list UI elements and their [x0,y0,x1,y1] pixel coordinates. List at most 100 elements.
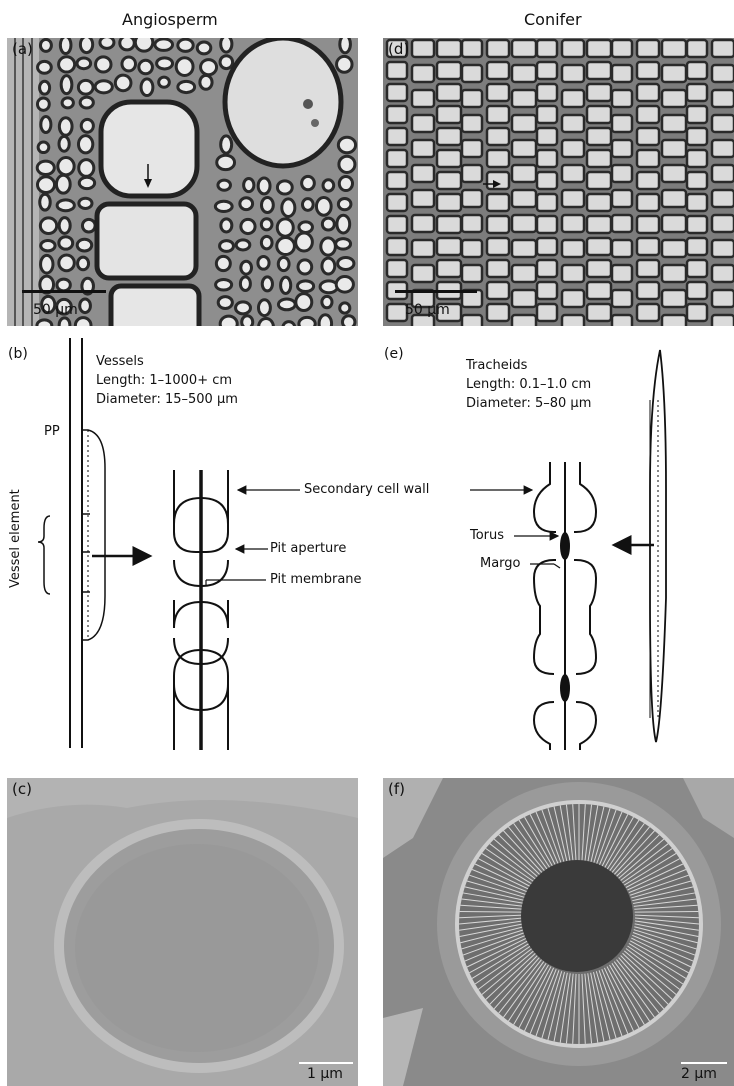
pp-label: PP [44,422,60,441]
margo-label: Margo [480,554,521,573]
cell-lumen [37,98,49,110]
tracheid-lumen [437,84,461,101]
tracheid-lumen [537,40,557,57]
tracheid-lumen [462,40,482,57]
tracheid-lumen [662,90,686,107]
tracheid-lumen [537,194,557,211]
tracheid-lumen [587,194,611,211]
cell-lumen [41,240,55,250]
cell-lumen [58,158,74,175]
cell-lumen [262,277,272,291]
tracheid-lumen [687,194,707,211]
tracheid-lumen [387,84,407,101]
cell-lumen [316,197,331,215]
cell-lumen [258,178,270,194]
angiosperm-title: Angiosperm [122,10,218,29]
vessels-length: Length: 1–1000+ cm [96,371,238,390]
cell-lumen [115,75,131,91]
tracheid-lumen [612,290,632,307]
cell-lumen [37,161,54,174]
tracheid-lumen [662,215,686,232]
tracheid-lumen [487,194,509,211]
tracheid-lumen [487,150,509,167]
cell-lumen [135,38,153,51]
cell-lumen [321,238,336,255]
cell-lumen [41,116,51,132]
tracheid-lumen [537,150,557,167]
tracheid-lumen [487,260,509,277]
tracheid-lumen [387,260,407,277]
cell-lumen [79,177,94,188]
tracheid-lumen [462,90,482,107]
cell-lumen [323,180,334,191]
panel-e-label: (e) [384,346,404,362]
tracheid-lumen [637,216,659,233]
tracheid-lumen [587,304,611,321]
cell-lumen [302,199,313,211]
cell-lumen [120,38,134,50]
tracheid-lumen [412,65,434,82]
cell-lumen [80,97,93,108]
tracheid-lumen [687,128,707,145]
cell-lumen [59,136,69,151]
cell-lumen [100,38,114,48]
tracheid-lumen [462,240,482,257]
tracheid-lumen [612,65,632,82]
panel-a-micrograph: (a) 50 μm [7,38,358,326]
tracheid-lumen [487,216,509,233]
tracheid-lumen [687,150,707,167]
cell-lumen [340,38,351,53]
tracheid-lumen [537,106,557,123]
tracheid-lumen [537,304,557,321]
conifer-cells-image [383,38,734,326]
cell-lumen [278,257,289,270]
tracheid-lumen [562,265,584,282]
cell-lumen [218,180,231,190]
tracheid-lumen [387,216,407,233]
cell-lumen [57,200,74,211]
tracheid-lumen [712,165,734,182]
cell-lumen [221,219,232,232]
tracheid-lumen [387,62,407,79]
cell-lumen [221,38,232,52]
tracheid-lumen [662,115,686,132]
tracheid-lumen [612,315,632,326]
cell-lumen [40,194,50,210]
cell-lumen [241,261,252,274]
tracheid-lumen [687,172,707,189]
cell-lumen [220,316,237,326]
cell-lumen [40,39,51,51]
cell-lumen [60,38,71,54]
tracheid-lumen [637,40,659,57]
cell-lumen [322,218,334,230]
tracheid-lumen [537,84,557,101]
tracheid-lumen [612,190,632,207]
tracheid-lumen [562,290,584,307]
angiosperm-cells-image [7,38,358,326]
cell-lumen [259,318,274,326]
cell-lumen [302,176,315,189]
cell-lumen [79,198,92,208]
cell-lumen [339,156,355,172]
cell-lumen [200,75,212,89]
margo-strand [460,911,524,912]
vessels-title: Vessels [96,352,238,371]
tracheid-lumen [587,260,611,277]
tracheid-lumen [637,304,659,321]
cell-lumen [59,218,70,234]
tracheids-title: Tracheids [466,356,591,375]
tracheid-lumen [637,62,659,79]
tracheid-lumen [512,315,536,326]
tracheid-lumen [662,190,686,207]
tracheid-lumen [712,40,734,57]
cell-lumen [319,315,331,326]
cell-lumen [178,39,193,51]
tracheid-lumen [537,128,557,145]
tracheid-lumen [537,282,557,299]
tracheid-lumen [637,106,659,123]
tracheid-lumen [712,290,734,307]
cell-lumen [81,119,93,132]
cell-lumen [59,318,70,326]
tracheid-lumen [537,216,557,233]
tracheid-lumen [537,260,557,277]
